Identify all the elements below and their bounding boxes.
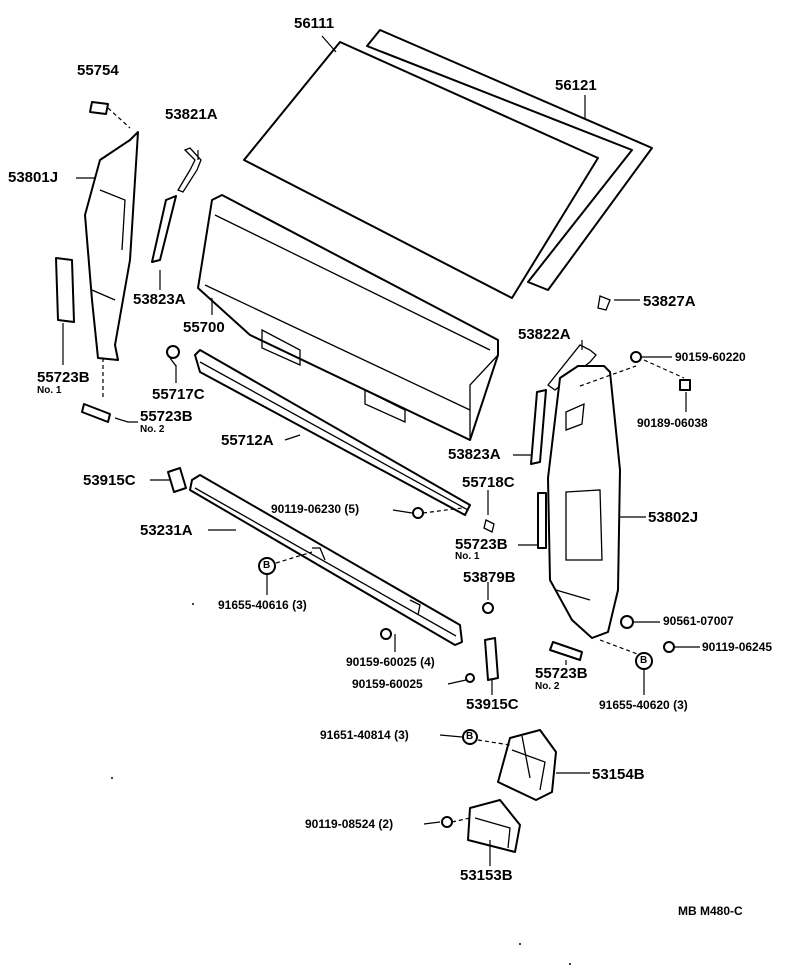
label-55723B-no1-left: 55723B xyxy=(37,369,90,386)
label-55723B-no1-right: 55723B xyxy=(455,536,508,553)
label-91655-40616: 91655-40616 (3) xyxy=(218,598,307,612)
label-53822A: 53822A xyxy=(518,326,571,343)
label-90561-07007: 90561-07007 xyxy=(663,614,734,628)
part-55754 xyxy=(89,101,131,129)
label-53821A: 53821A xyxy=(165,106,218,123)
back-panel xyxy=(197,194,499,441)
label-56111: 56111 xyxy=(294,15,335,32)
window-weatherstrip xyxy=(366,29,653,291)
label-53915C-bottom: 53915C xyxy=(466,696,519,713)
label-53231A: 53231A xyxy=(140,522,193,539)
right-pillar-trim xyxy=(547,365,621,639)
label-53879B: 53879B xyxy=(463,569,516,586)
label-53153B: 53153B xyxy=(460,867,513,884)
left-strip-no1 xyxy=(55,257,75,323)
label-91651-40814: 91651-40814 (3) xyxy=(320,728,409,742)
label-90159-60025-4: 90159-60025 (4) xyxy=(346,655,435,669)
label-53915C-top: 53915C xyxy=(83,472,136,489)
clip-mark-b-1: B xyxy=(263,560,271,571)
glass-strip-left xyxy=(151,195,177,263)
lower-garnish xyxy=(189,474,463,646)
label-55723B-no1-left-sub: No. 1 xyxy=(37,385,62,396)
label-55717C: 55717C xyxy=(152,386,205,403)
bracket-53153B xyxy=(467,799,521,853)
label-90119-06245: 90119-06245 xyxy=(702,640,773,654)
leader-lines xyxy=(62,35,700,866)
label-53823A-right: 53823A xyxy=(448,446,501,463)
stray-dots xyxy=(111,603,571,965)
label-55754: 55754 xyxy=(77,62,119,79)
label-90119-08524: 90119-08524 (2) xyxy=(305,817,394,831)
catalog-code: MB M480-C xyxy=(678,904,743,918)
panel-lower-strip xyxy=(194,349,471,516)
label-55723B-no2-right-sub: No. 2 xyxy=(535,681,560,692)
clip-53822A xyxy=(547,344,597,391)
label-53802J: 53802J xyxy=(648,509,699,526)
label-53801J: 53801J xyxy=(8,169,59,186)
label-55712A: 55712A xyxy=(221,432,274,449)
label-56121: 56121 xyxy=(555,77,597,94)
end-cap-top xyxy=(167,467,187,493)
label-55718C: 55718C xyxy=(462,474,515,491)
clip-55717C xyxy=(166,345,180,367)
clip-mark-b-3: B xyxy=(466,731,474,742)
clip-mark-b-2: B xyxy=(640,655,648,666)
end-cap-bottom xyxy=(484,637,499,681)
label-90119-06230: 90119-06230 (5) xyxy=(271,502,360,516)
label-53827A: 53827A xyxy=(643,293,696,310)
left-strip-no2 xyxy=(81,358,111,423)
rear-window-glass xyxy=(243,41,599,299)
label-55723B-no1-right-sub: No. 1 xyxy=(455,551,480,562)
label-55700: 55700 xyxy=(183,319,225,336)
label-91655-40620: 91655-40620 (3) xyxy=(599,698,688,712)
right-strip-no2 xyxy=(549,641,583,661)
glass-strip-right xyxy=(530,389,547,465)
label-55723B-no2-left-sub: No. 2 xyxy=(140,424,165,435)
label-53154B: 53154B xyxy=(592,766,645,783)
label-90159-60220: 90159-60220 xyxy=(675,350,746,364)
fastener-symbols xyxy=(258,295,691,828)
label-90159-60025: 90159-60025 xyxy=(352,677,423,691)
label-55723B-no2-right: 55723B xyxy=(535,665,588,682)
label-90189-06038: 90189-06038 xyxy=(637,416,708,430)
left-pillar-trim xyxy=(84,131,139,361)
right-strip-no1 xyxy=(537,492,547,549)
clip-53821A xyxy=(177,147,202,193)
label-53823A-top: 53823A xyxy=(133,291,186,308)
bracket-53154B xyxy=(497,729,557,801)
label-55723B-no2-left: 55723B xyxy=(140,408,193,425)
